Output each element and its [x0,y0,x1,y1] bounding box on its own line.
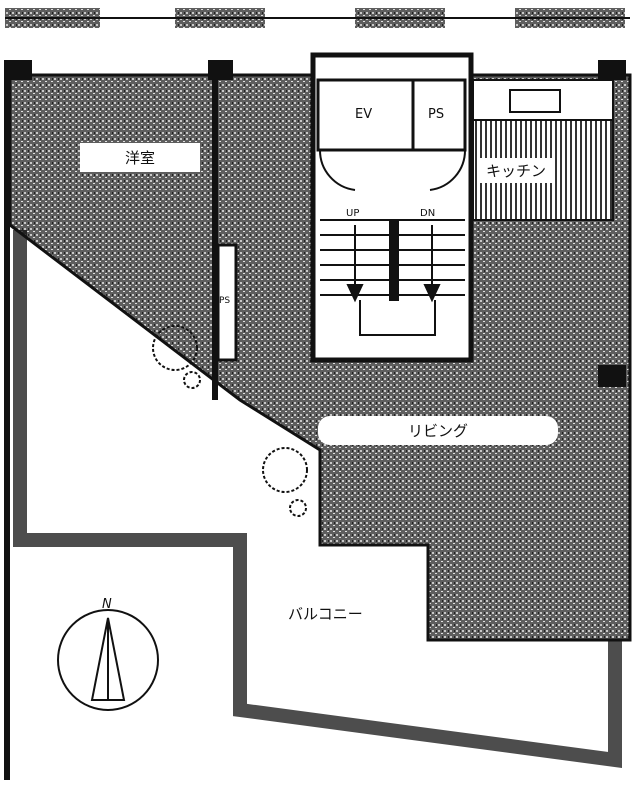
room-label-kitchen: キッチン [480,158,553,183]
plants [152,325,308,517]
room-label-balcony: バルコニー [288,605,363,623]
columns [4,60,626,400]
balcony-wall [13,230,622,768]
room-label-living: リビング [318,416,559,445]
room-label-western-room: 洋室 [80,143,201,172]
stairs [318,149,467,336]
room-label-elevator: EV [355,107,373,122]
compass-icon [57,609,159,711]
stairs-down-label: DN [420,208,436,219]
stairs-up-label: UP [346,208,360,219]
room-label-pipe-shaft: PS [428,107,445,122]
compass-north-label: N [102,597,112,612]
top-windows [5,8,630,28]
outer-left-wall [4,60,10,780]
room-label-pipe-shaft-2: PS [219,296,231,306]
